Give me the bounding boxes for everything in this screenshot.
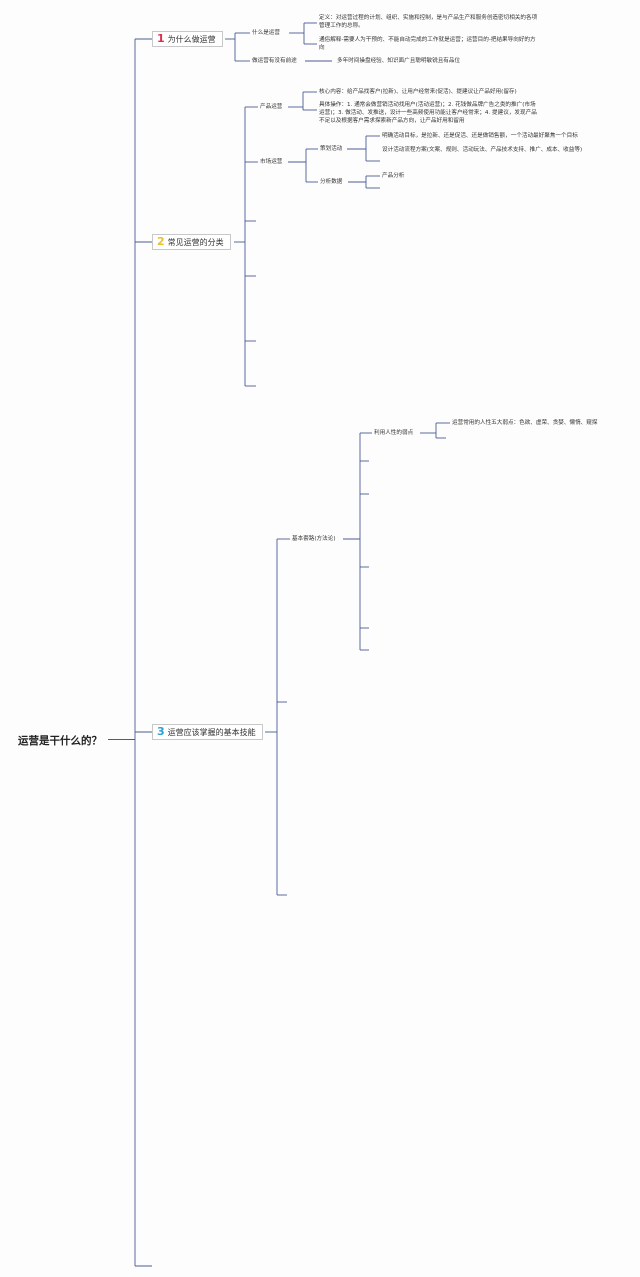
branch-number: 3 [157, 725, 165, 738]
branch-label: 为什么做运营 [167, 35, 216, 44]
node-core-content[interactable]: 核心内容：给产品找客户(拉新)、让用户经常来(促活)、提建议让产品好用(留存) [319, 89, 517, 95]
node-human-weakness[interactable]: 利用人性的弱点 [374, 430, 414, 436]
node-ops-detail[interactable]: 具体操作：1. 通常会做营销活动找用户(活动运营)；2. 花钱做品牌广告之类的推… [319, 102, 537, 125]
branch-label: 运营应该掌握的基本技能 [167, 728, 256, 737]
node-future-answer[interactable]: 多年时间操盘经验、知识面广且聪明敏锐且有品位 [337, 58, 461, 64]
node-plan-goal[interactable]: 明确活动目标，是拉新、还是促活、还是做销售额，一个活动最好聚焦一个目标 [382, 133, 578, 139]
node-analyze-data[interactable]: 分析数据 [320, 179, 343, 185]
node-definition[interactable]: 定义：对运营过程的计划、组织、实施和控制，是与产品生产和服务创造密切相关的各项管… [319, 15, 538, 30]
node-product-analysis[interactable]: 产品分析 [382, 173, 405, 179]
node-future[interactable]: 做运营有没有前途 [252, 58, 297, 64]
branch-number: 2 [157, 235, 165, 248]
node-product-ops[interactable]: 产品运营 [260, 104, 283, 110]
node-what-is-operations[interactable]: 什么是运营 [252, 30, 280, 36]
node-plan-flow[interactable]: 设计活动流程方案(文案、规则、活动玩法、产品技术支持、推广、成本、收益等) [382, 147, 583, 153]
node-methodology[interactable]: 基本套路(方法论) [292, 536, 336, 542]
node-five-weaknesses[interactable]: 运营常用的人性五大弱点：色欲、虚荣、贪婪、懒惰、窥探 [452, 420, 598, 426]
branch-number: 1 [157, 32, 165, 45]
node-market-ops[interactable]: 市场运营 [260, 159, 283, 165]
node-plain-explanation[interactable]: 通俗解释-需要人为干预的、不能自动完成的工作就是运营；运营目的-把结果导向好的方… [319, 37, 536, 52]
node-plan-activity[interactable]: 策划活动 [320, 146, 343, 152]
branch-label: 常见运营的分类 [167, 238, 224, 247]
root-topic[interactable]: 运营是干什么的？ [18, 735, 102, 747]
